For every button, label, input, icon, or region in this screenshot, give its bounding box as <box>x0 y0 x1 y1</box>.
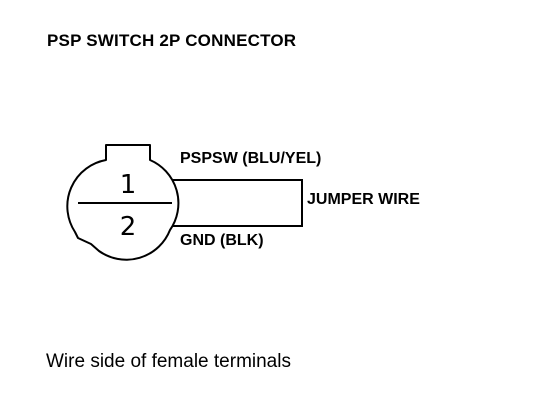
jumper-wire-label: JUMPER WIRE <box>307 191 420 208</box>
jumper-wire <box>172 179 303 227</box>
pin-2-wire-label: GND (BLK) <box>180 232 264 249</box>
pin-1-number: 1 <box>120 170 137 200</box>
pin-1-wire-label: PSPSW (BLU/YEL) <box>180 150 322 167</box>
connector-outline <box>66 144 180 261</box>
pin-2-number: 2 <box>120 212 137 242</box>
diagram-title: PSP SWITCH 2P CONNECTOR <box>47 31 297 50</box>
view-caption: Wire side of female terminals <box>46 351 291 372</box>
